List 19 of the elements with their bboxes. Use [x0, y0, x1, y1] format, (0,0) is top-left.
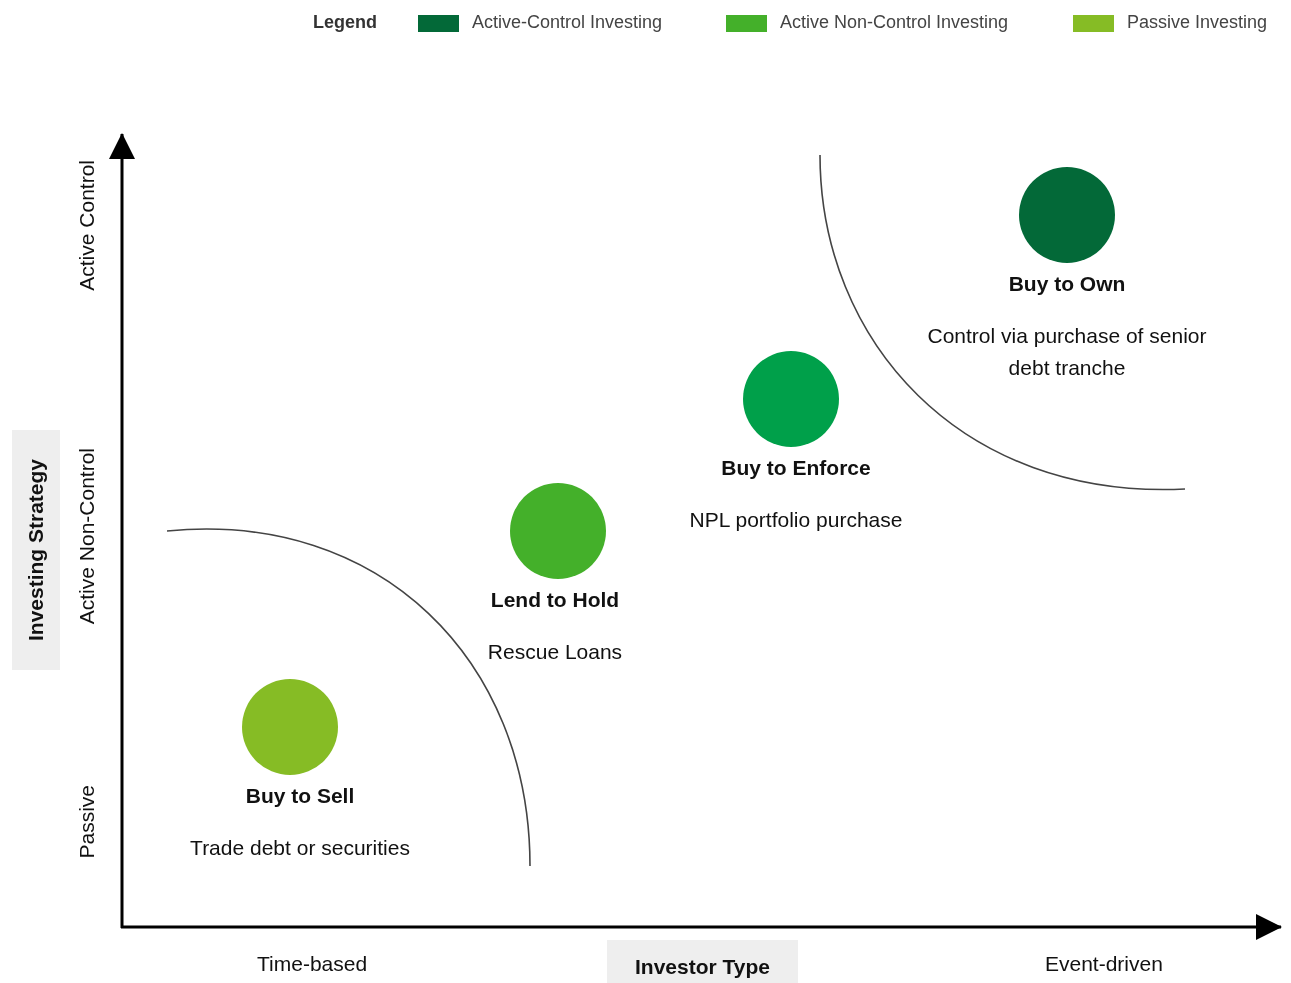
- axis-label: Passive: [75, 785, 99, 859]
- item-title: Buy to Own: [1007, 272, 1127, 296]
- axis-title: Investing Strategy: [12, 430, 60, 670]
- legend-label: Active Non-Control Investing: [780, 12, 1009, 33]
- legend-label: Passive Investing: [1127, 12, 1268, 33]
- item-title: Buy to Sell: [244, 784, 356, 808]
- item-title: Lend to Hold: [489, 588, 621, 612]
- item-title: Buy to Enforce: [720, 456, 872, 480]
- axis-label: Active Non-Control: [75, 448, 99, 625]
- item-description: Rescue Loans: [486, 639, 624, 665]
- legend-label: Active-Control Investing: [472, 12, 663, 33]
- item-description: Trade debt or securities: [189, 835, 411, 861]
- axis-title: Investor Type: [607, 940, 798, 983]
- item-description: Control via purchase of senior debt tranche: [926, 323, 1208, 381]
- axis-label: Time-based: [257, 952, 368, 976]
- item-description: NPL portfolio purchase: [688, 507, 904, 533]
- axis-label: Event-driven: [1045, 952, 1163, 976]
- legend-heading: Legend: [313, 12, 377, 33]
- axis-label: Active Control: [75, 160, 99, 291]
